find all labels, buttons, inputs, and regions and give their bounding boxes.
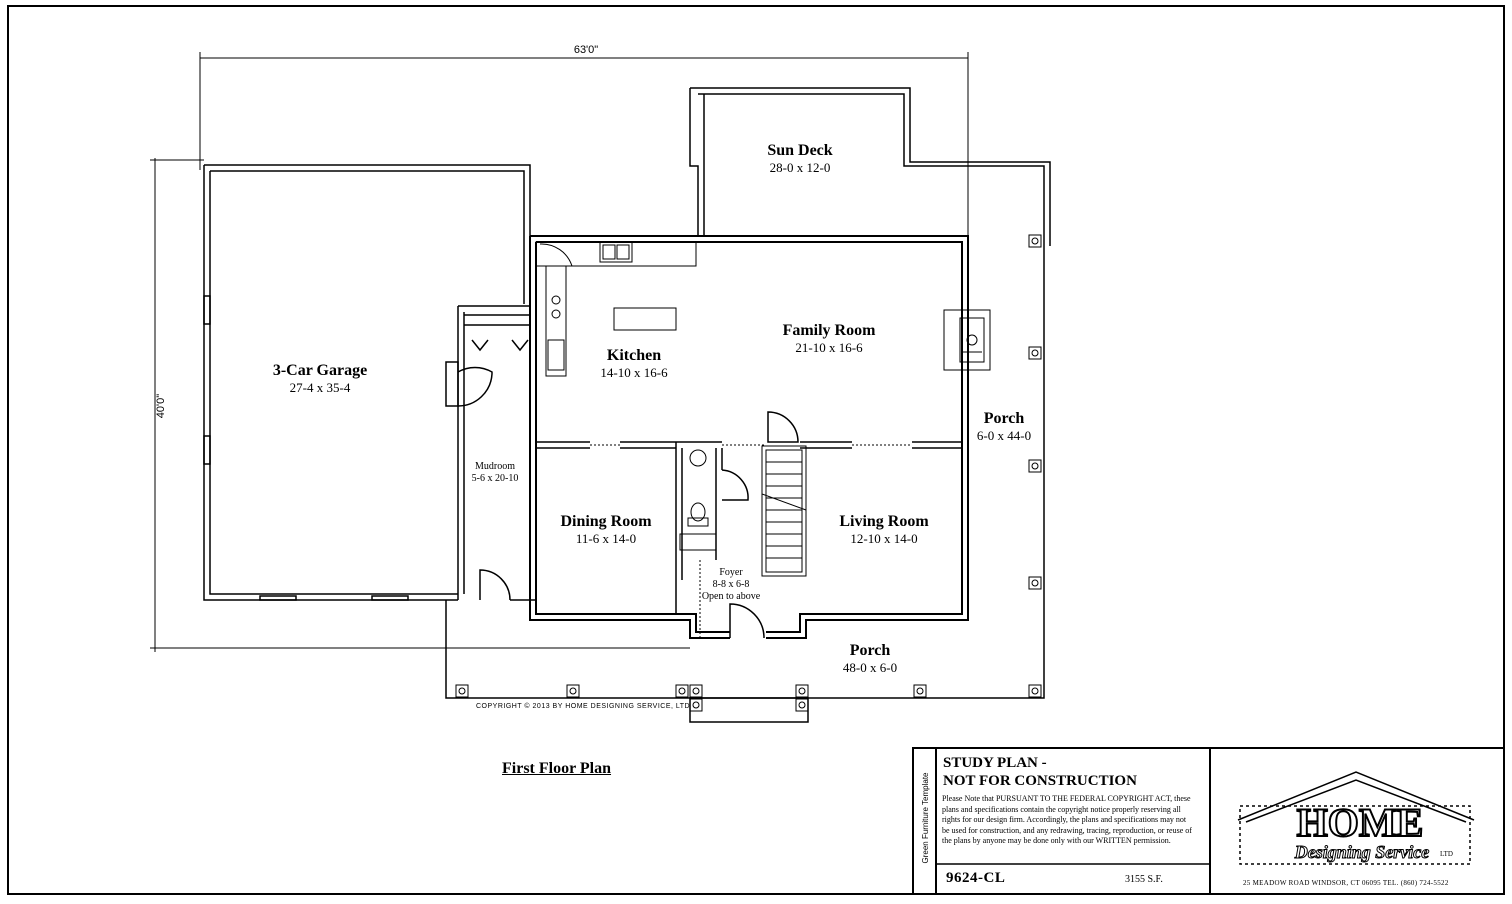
mudroom-walls — [445, 305, 536, 601]
room-label-front-porch: Porch 48-0 x 6-0 — [843, 642, 897, 676]
room-label-family-room: Family Room 21-10 x 16-6 — [783, 322, 876, 356]
room-name: Mudroom — [474, 461, 515, 472]
room-size: 6-0 x 44-0 — [976, 428, 1032, 443]
room-name: Porch — [983, 410, 1025, 427]
dimension-lines — [150, 52, 969, 652]
room-label-dining-room: Dining Room 11-6 x 14-0 — [560, 513, 651, 547]
kitchen-fixtures — [535, 241, 697, 377]
company-address: 25 MEADOW ROAD WINDSOR, CT 06095 TEL. (8… — [1243, 879, 1449, 887]
room-label-garage: 3-Car Garage 27-4 x 35-4 — [273, 362, 367, 396]
room-note: Open to above — [701, 591, 761, 602]
study-plan-title: STUDY PLAN - — [943, 755, 1047, 771]
logo-text-ltd: LTD — [1440, 850, 1453, 858]
room-size: 27-4 x 35-4 — [289, 380, 351, 395]
fireplace — [943, 309, 991, 371]
copyright-notice: COPYRIGHT © 2013 BY HOME DESIGNING SERVI… — [476, 703, 691, 710]
title-block-side-text: Green Furniture Template — [921, 772, 930, 864]
room-label-sun-deck: Sun Deck 28-0 x 12-0 — [767, 142, 832, 176]
room-size: 28-0 x 12-0 — [769, 160, 831, 175]
copyright-legal-notice: Please Note that PURSUANT TO THE FEDERAL… — [942, 794, 1192, 846]
room-name: Porch — [849, 642, 891, 659]
room-label-kitchen: Kitchen 14-10 x 16-6 — [600, 347, 667, 381]
room-name: Foyer — [719, 567, 743, 578]
room-size: 14-10 x 16-6 — [600, 365, 668, 380]
logo-text-sub: Designing Service — [1294, 842, 1430, 862]
room-name: 3-Car Garage — [272, 362, 368, 379]
bath-fixtures — [679, 449, 717, 551]
room-size: 8-8 x 6-8 — [712, 579, 750, 590]
room-name: Kitchen — [606, 347, 662, 364]
room-name: Living Room — [839, 513, 929, 530]
room-size: 48-0 x 6-0 — [842, 660, 898, 675]
stairs — [761, 445, 807, 577]
title-block-frame — [912, 747, 1505, 895]
room-name: Sun Deck — [767, 142, 833, 159]
sun-deck-railing — [689, 87, 1051, 246]
plan-title: First Floor Plan — [502, 760, 612, 777]
interior-walls — [535, 410, 962, 639]
room-label-side-porch: Porch 6-0 x 44-0 — [977, 410, 1031, 444]
overall-width-dimension: 63'0" — [573, 44, 599, 56]
logo-text-main: HOME — [1297, 800, 1424, 845]
room-label-mudroom: Mudroom 5-6 x 20-10 — [472, 461, 519, 485]
room-name: Dining Room — [560, 513, 652, 530]
room-name: Family Room — [782, 322, 876, 339]
room-size: 12-10 x 14-0 — [850, 531, 918, 546]
room-label-foyer: Foyer 8-8 x 6-8 Open to above — [702, 567, 760, 603]
sheet-border — [7, 5, 1505, 895]
house-exterior-walls — [529, 235, 969, 639]
openings-dotted — [590, 444, 912, 638]
porch-posts — [455, 234, 1042, 712]
overall-depth-dimension: 40'0" — [155, 393, 167, 419]
room-size: 5-6 x 20-10 — [471, 473, 519, 484]
square-footage: 3155 S.F. — [1125, 874, 1163, 885]
company-logo-graphic — [1237, 771, 1475, 865]
room-size: 11-6 x 14-0 — [575, 531, 637, 546]
plan-number: 9624-CL — [946, 870, 1006, 886]
not-for-construction-title: NOT FOR CONSTRUCTION — [943, 773, 1137, 789]
room-label-living-room: Living Room 12-10 x 14-0 — [839, 513, 928, 547]
room-size: 21-10 x 16-6 — [795, 340, 863, 355]
